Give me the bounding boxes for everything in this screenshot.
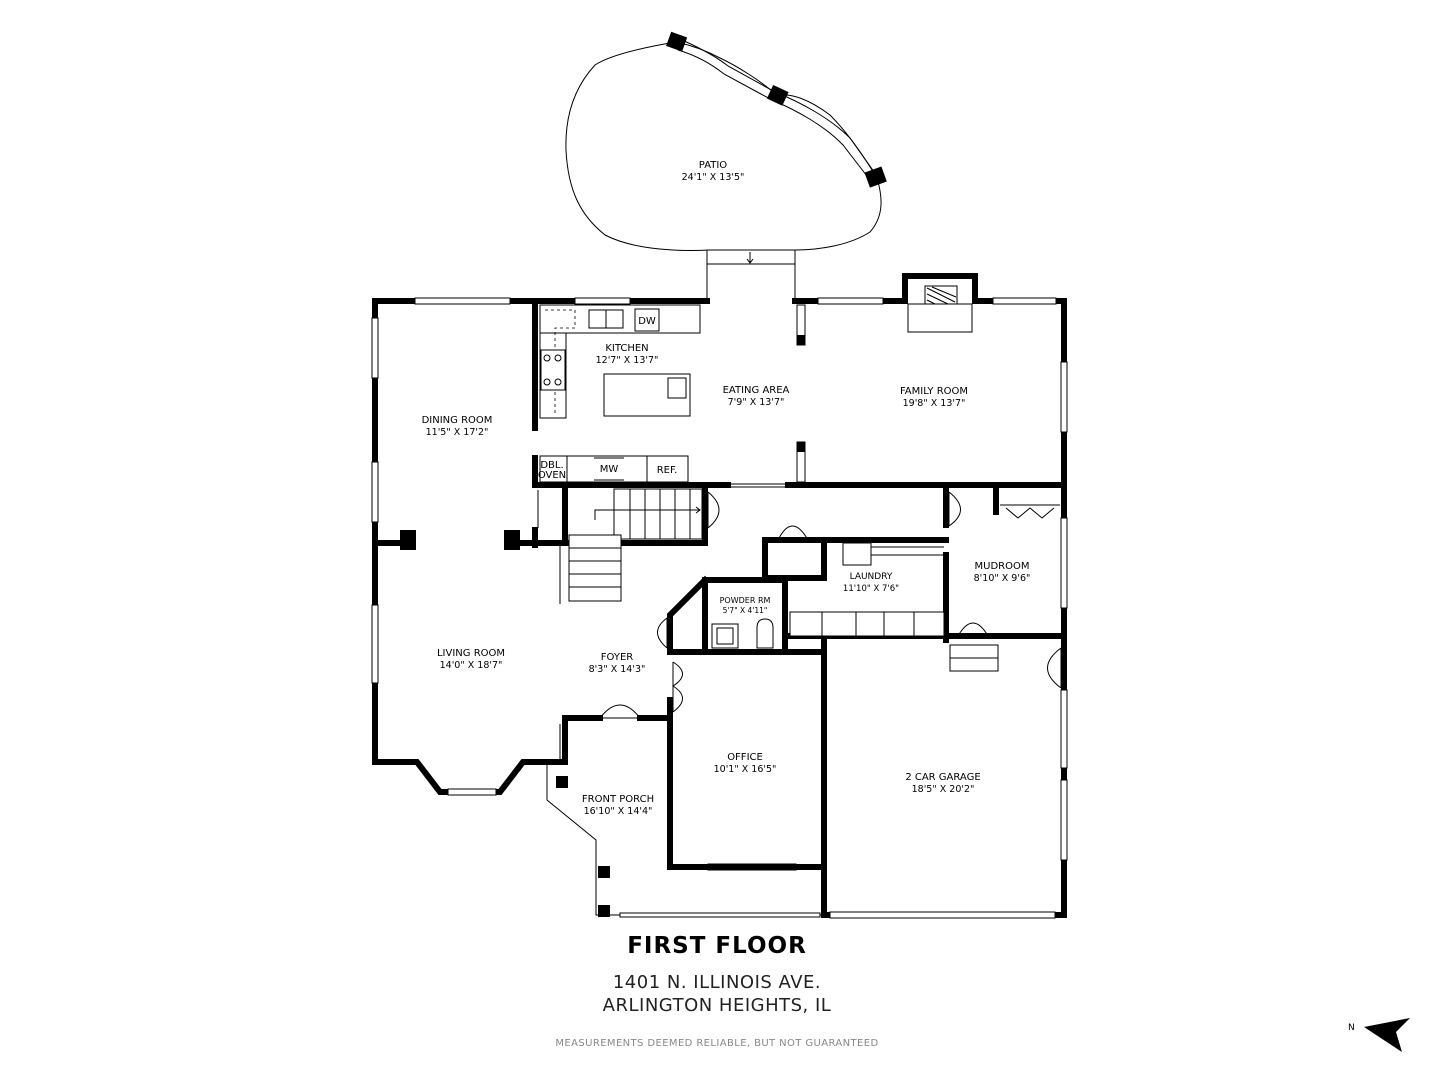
refrigerator-label: REF.	[657, 465, 678, 476]
fireplace	[907, 285, 973, 333]
mudroom-label: MUDROOM	[975, 561, 1030, 572]
patio-wall-curve	[681, 39, 878, 177]
living-room-label: LIVING ROOM	[437, 648, 505, 659]
eating-area-dims: 7'9" X 13'7"	[728, 397, 785, 408]
foyer-label: FOYER	[601, 652, 634, 663]
dining-room-label: DINING ROOM	[422, 415, 493, 426]
office-label: OFFICE	[727, 752, 763, 763]
disclaimer: MEASUREMENTS DEEMED RELIABLE, BUT NOT GU…	[555, 1038, 879, 1049]
family-room-label: FAMILY ROOM	[900, 386, 968, 397]
double-oven-label-1: DBL.	[540, 460, 563, 471]
front-porch	[546, 724, 824, 918]
laundry-fixtures	[789, 542, 945, 637]
floor-title: FIRST FLOOR	[627, 933, 807, 959]
doors	[537, 483, 1062, 719]
compass-label: N	[1348, 1023, 1355, 1033]
kitchen-dims: 12'7" X 13'7"	[596, 355, 659, 366]
address-line-2: ARLINGTON HEIGHTS, IL	[602, 995, 832, 1016]
foyer-dims: 8'3" X 14'3"	[589, 664, 646, 675]
mudroom-dims: 8'10" X 9'6"	[974, 573, 1031, 584]
stairs	[559, 488, 703, 604]
garage-label: 2 CAR GARAGE	[905, 772, 980, 783]
powder-room-dims: 5'7" X 4'11"	[723, 606, 768, 615]
microwave-label: MW	[600, 464, 619, 475]
patio-label: PATIO	[699, 160, 728, 171]
laundry-dims: 11'10" X 7'6"	[843, 584, 899, 594]
dishwasher-label: DW	[638, 316, 656, 327]
room-labels: KITCHEN 12'7" X 13'7" EATING AREA 7'9" X…	[422, 343, 1031, 817]
living-room-dims: 14'0" X 18'7"	[440, 660, 503, 671]
double-oven-label-2: OVEN	[538, 470, 566, 481]
mudroom-closet	[949, 504, 1060, 672]
north-arrow-icon: N	[1348, 1018, 1410, 1052]
office-dims: 10'1" X 16'5"	[714, 764, 777, 775]
front-porch-dims: 16'10" X 14'4"	[584, 806, 653, 817]
garage-dims: 18'5" X 20'2"	[912, 784, 975, 795]
laundry-label: LAUNDRY	[850, 572, 893, 582]
kitchen-label: KITCHEN	[605, 343, 648, 354]
powder-room-label: POWDER RM	[720, 596, 771, 605]
interior-walls	[372, 298, 1067, 918]
powder-room-fixtures	[711, 618, 774, 649]
dining-room-dims: 11'5" X 17'2"	[426, 427, 489, 438]
address-line-1: 1401 N. ILLINOIS AVE.	[612, 972, 822, 993]
patio: PATIO 24'1" X 13'5"	[565, 31, 887, 300]
front-porch-label: FRONT PORCH	[582, 794, 654, 805]
eating-area-label: EATING AREA	[723, 385, 790, 396]
windows	[371, 297, 1068, 919]
patio-dims: 24'1" X 13'5"	[682, 172, 745, 183]
family-room-dims: 19'8" X 13'7"	[903, 398, 966, 409]
kitchen-fixtures: DW DBL. OVEN MW REF.	[538, 304, 701, 483]
